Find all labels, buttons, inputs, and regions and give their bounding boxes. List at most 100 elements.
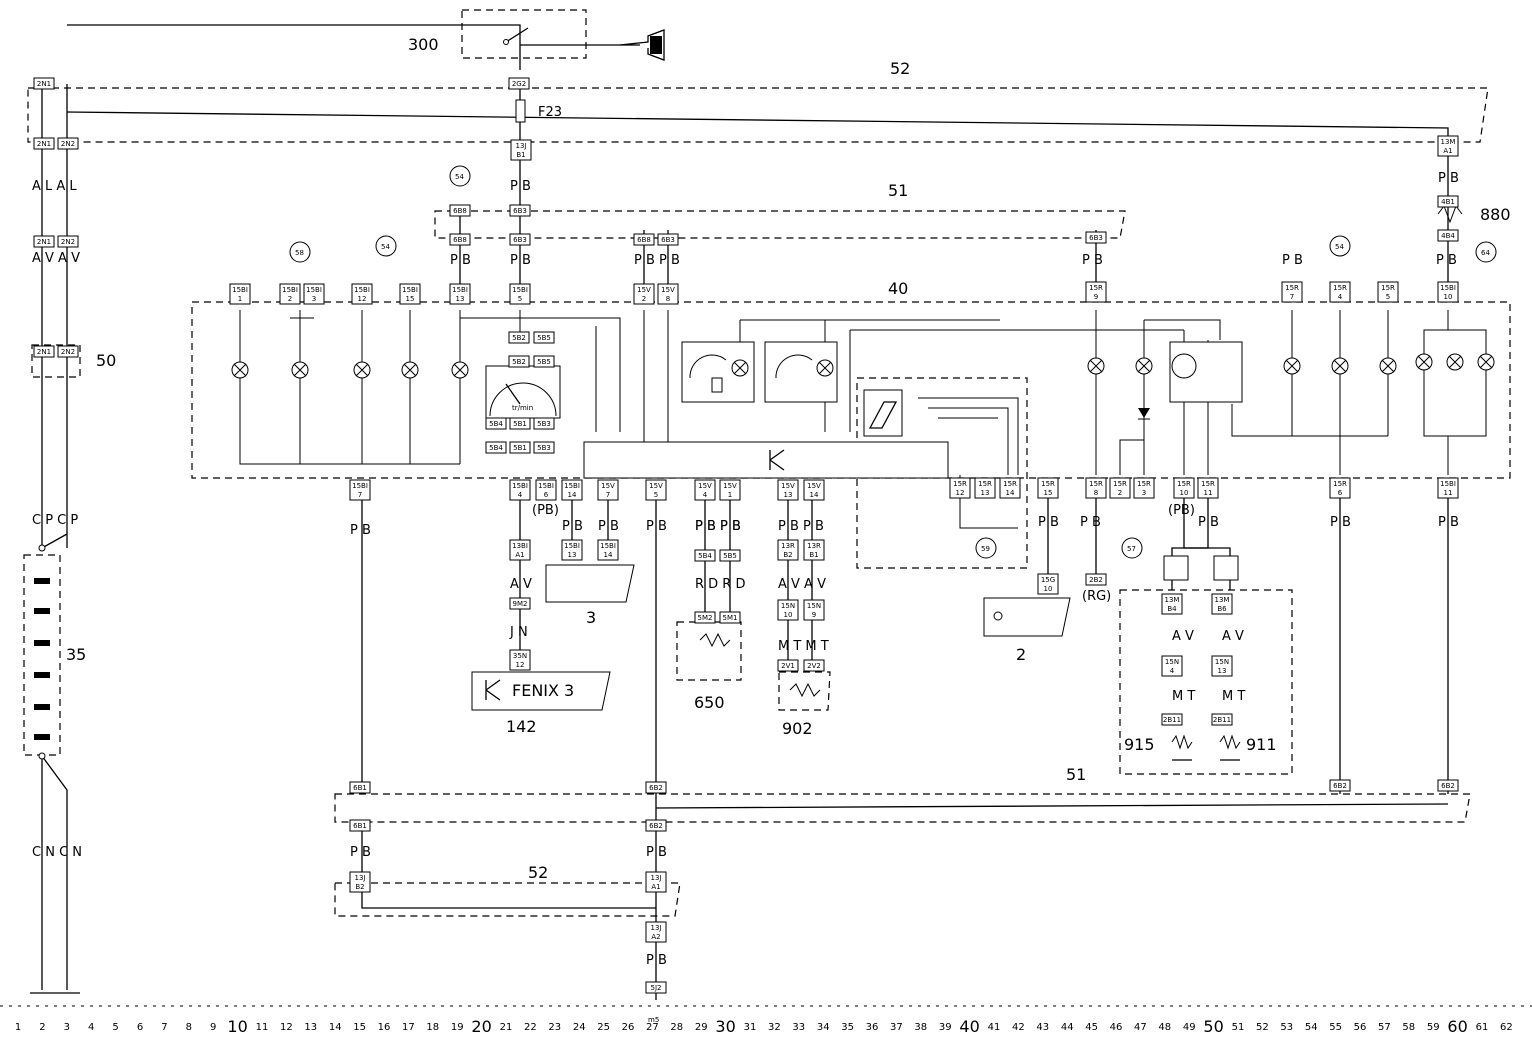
connector-code: 6B2 (649, 822, 663, 830)
connector-code: 15BI (402, 286, 418, 294)
indicator-lamps (231, 353, 1495, 379)
connector-code: B2 (783, 551, 792, 559)
connector-code: 15N (781, 602, 795, 610)
wire-code: P B (1082, 253, 1103, 268)
connector-code: 15BI (1440, 284, 1456, 292)
connector-code: 13R (807, 542, 821, 550)
connector-code: 5B5 (537, 358, 551, 366)
connector-code: 5B5 (723, 552, 737, 560)
ruler-tick: 37 (890, 1022, 903, 1033)
ruler-tick: 58 (1402, 1022, 1415, 1033)
ruler-tick: 57 (1378, 1022, 1391, 1033)
lamp-6 (731, 359, 749, 377)
connector-code: 15N (1215, 658, 1229, 666)
label-ground: m5 (648, 1016, 659, 1024)
connector-code: 15R (1177, 480, 1191, 488)
lamp-9 (1135, 357, 1153, 375)
connector-code: 5 (518, 295, 522, 303)
switch-300 (503, 27, 665, 61)
ruler-tick: 62 (1500, 1022, 1513, 1033)
connector-code: 15R (1113, 480, 1127, 488)
connector-code: 6B8 (637, 236, 651, 244)
label-911: 911 (1246, 735, 1277, 754)
wire-code: J N (509, 625, 528, 640)
ruler-tick-major: 40 (959, 1017, 979, 1036)
lamp-14 (1446, 353, 1464, 371)
ruler-tick: 51 (1232, 1022, 1245, 1033)
battery-cells (34, 578, 50, 740)
connector-code: 6B2 (1333, 782, 1347, 790)
connector-code: 2G2 (512, 80, 526, 88)
connector-code: 2N1 (37, 140, 51, 148)
connector-code: 15R (1381, 284, 1395, 292)
ruler-tick: 22 (524, 1022, 537, 1033)
label-51-bottom: 51 (1066, 765, 1086, 784)
tachometer: tr/min (485, 365, 561, 419)
connector: 2B11 (1211, 713, 1233, 726)
ruler-tick: 1 (15, 1022, 21, 1033)
connector: 6B3 (509, 233, 531, 246)
wire-code: P B (1438, 515, 1459, 530)
connector-code: 11 (1204, 489, 1213, 497)
connector-code: 6 (1338, 489, 1343, 497)
connector-code: B6 (1217, 605, 1227, 613)
connector-code: 10 (1444, 293, 1453, 301)
ruler-tick: 48 (1158, 1022, 1171, 1033)
ruler-tick: 18 (426, 1022, 439, 1033)
ruler-tick: 56 (1354, 1022, 1367, 1033)
label-fuse: F23 (538, 105, 562, 120)
connector: 2N2 (57, 137, 79, 150)
wire-code: A V (1222, 629, 1244, 644)
callout-3: 54 (1335, 243, 1344, 251)
connector-code: 6B1 (353, 822, 367, 830)
ruler-tick: 11 (256, 1022, 269, 1033)
wire-code: P B (510, 253, 531, 268)
lamp-15 (1477, 353, 1495, 371)
connector: 5B5 (719, 549, 741, 562)
label-rg: (RG) (1082, 589, 1111, 604)
connector: 5B2 (508, 331, 530, 344)
connector-code: 15 (1044, 489, 1053, 497)
connector-code: 15R (1333, 480, 1347, 488)
connector-code: 13 (981, 489, 990, 497)
lamp-1 (231, 361, 249, 379)
connector-code: 13M (1165, 596, 1180, 604)
connector-code: 15R (1333, 284, 1347, 292)
connector: 6B2 (1329, 779, 1351, 792)
wire-code: P B P B (695, 519, 741, 534)
connector: 6B8 (449, 204, 471, 217)
ruler-tick: 19 (451, 1022, 464, 1033)
connector-code: 5B1 (513, 444, 527, 452)
connector-code: 6 (544, 491, 549, 499)
connector-code: 4 (1338, 293, 1343, 301)
ruler-tick: 47 (1134, 1022, 1147, 1033)
connector-code: 4 (703, 491, 708, 499)
connector-code: 5B3 (537, 444, 551, 452)
connector: 6B1 (349, 781, 371, 794)
ruler-tick: 13 (304, 1022, 317, 1033)
lamp-4 (401, 361, 419, 379)
connector-code: 2B11 (1213, 716, 1231, 724)
connector-code: 10 (1044, 585, 1053, 593)
panel-internal-wiring (239, 310, 1487, 529)
connector-code: 5M2 (698, 614, 713, 622)
label-3: 3 (586, 608, 596, 627)
connector-code: 5M1 (723, 614, 738, 622)
connector-code: 2N2 (61, 238, 75, 246)
